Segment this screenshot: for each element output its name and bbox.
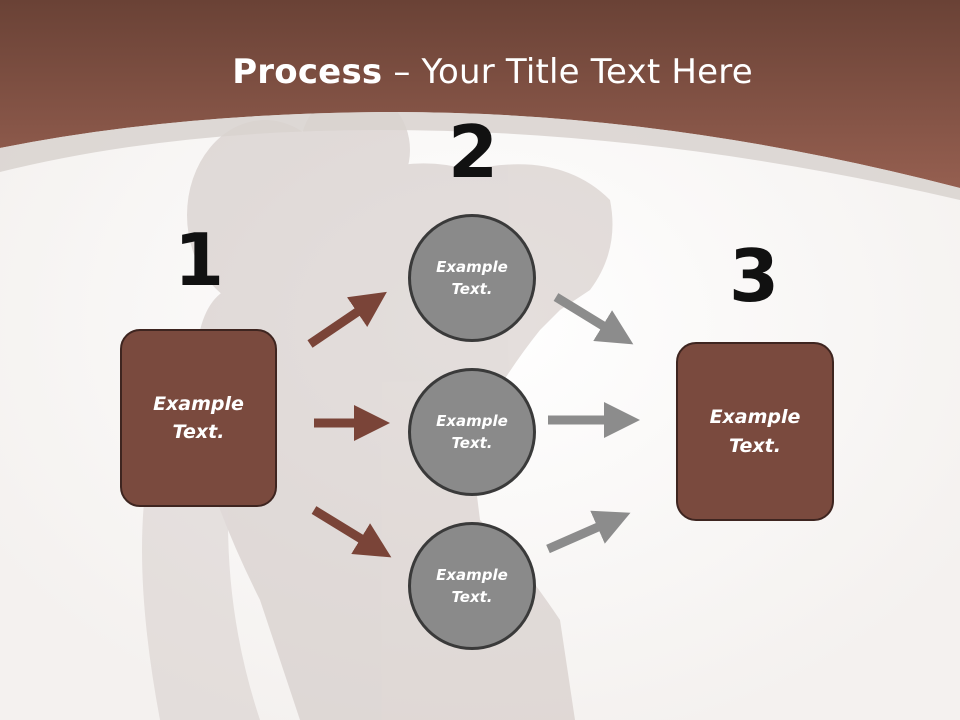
step-box-3-line1: Example [709, 406, 801, 428]
arrow-right-icon [546, 510, 631, 554]
step-box-3: Example Text. [676, 342, 834, 521]
process-circle-3-line2: Text. [451, 588, 493, 606]
title-bold: Process [232, 52, 383, 92]
step-number-2: 2 [447, 110, 499, 194]
step-number-1: 1 [173, 218, 225, 302]
step-box-1-line2: Text. [172, 421, 225, 443]
process-circle-2: Example Text. [408, 368, 536, 496]
process-circle-1: Example Text. [408, 214, 536, 342]
step-box-3-line2: Text. [729, 434, 781, 457]
process-circle-3-line1: Example [436, 565, 508, 584]
title-rest: – Your Title Text Here [382, 52, 753, 92]
arrow-right-icon [311, 506, 392, 558]
arrow-right-icon [553, 293, 634, 345]
step-box-1: Example Text. [120, 329, 277, 507]
process-circle-2-line1: Example [436, 411, 508, 430]
arrow-right-icon [307, 291, 387, 348]
step-box-1-line1: Example [153, 392, 244, 415]
process-circle-2-line2: Text. [451, 434, 493, 452]
header-band [0, 0, 960, 188]
process-circle-1-line1: Example [436, 257, 508, 276]
header-swoosh [0, 111, 960, 200]
slide-title: Process – Your Title Text Here [0, 52, 960, 92]
process-circle-3: Example Text. [408, 522, 536, 650]
step-number-3: 3 [728, 234, 780, 318]
process-circle-1-line2: Text. [451, 280, 493, 298]
